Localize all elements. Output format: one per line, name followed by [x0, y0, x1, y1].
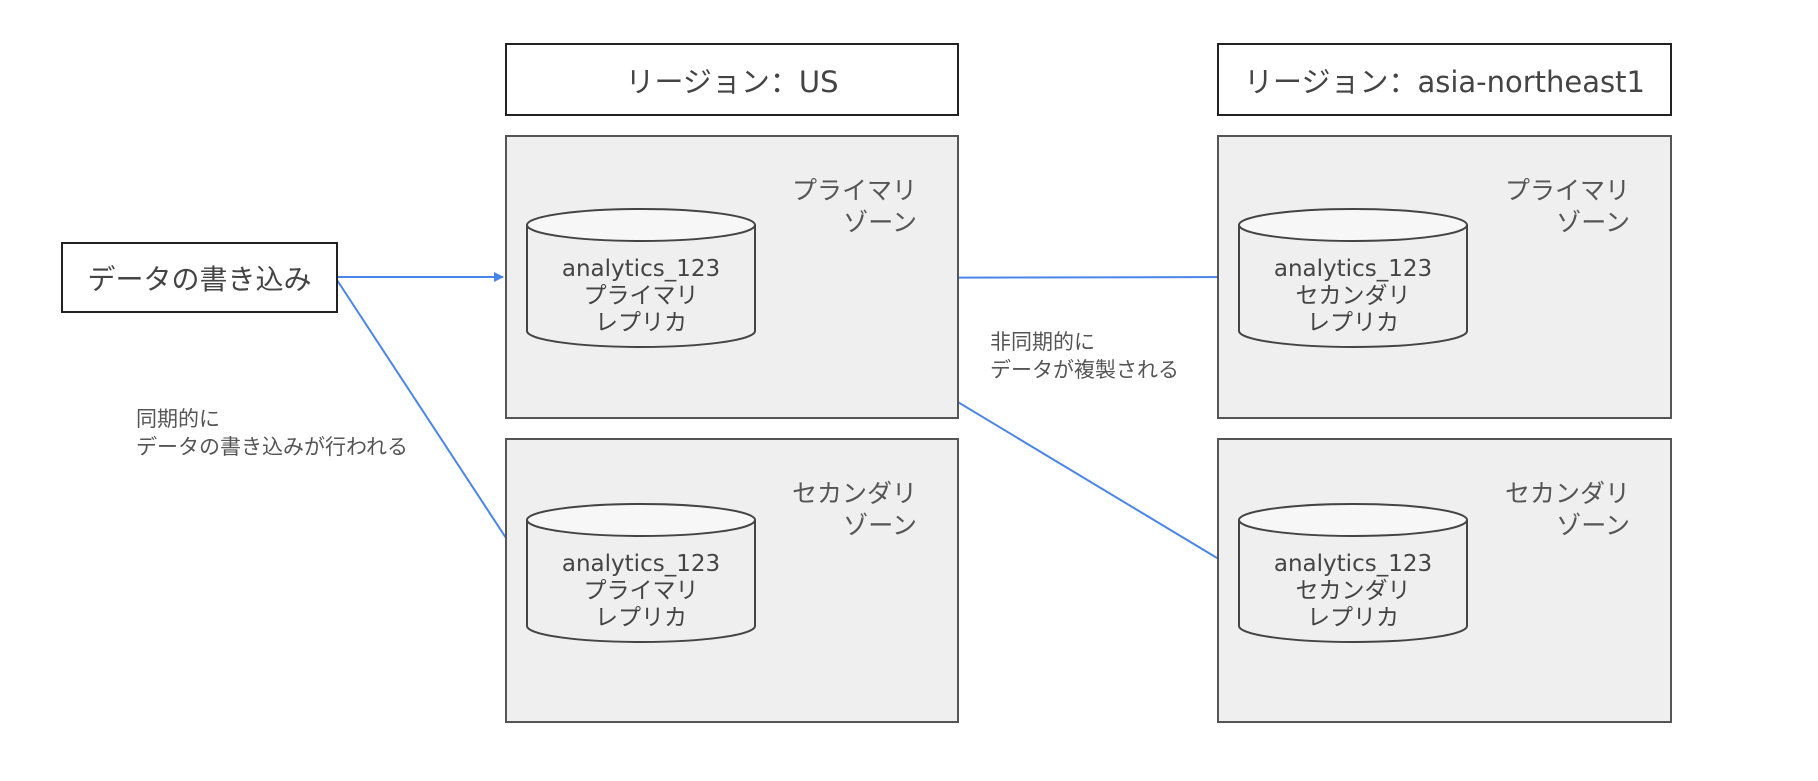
replica-label: analytics_123 プライマリ レプリカ — [561, 256, 721, 336]
database-asia-primary: analytics_123 セカンダリ レプリカ — [1238, 208, 1468, 348]
database-us-primary: analytics_123 プライマリ レプリカ — [526, 208, 756, 348]
database-us-secondary: analytics_123 プライマリ レプリカ — [526, 503, 756, 643]
zone-label: プライマリ ゾーン — [1504, 176, 1630, 237]
region-label-asia-northeast1: リージョン：asia-northeast1 — [1217, 43, 1672, 116]
database-cylinder-icon — [526, 208, 756, 348]
data-write-box: データの書き込み — [61, 242, 338, 313]
database-cylinder-icon — [1238, 503, 1468, 643]
database-cylinder-icon — [526, 503, 756, 643]
async-replication-note: 非同期的に データが複製される — [990, 330, 1179, 382]
region-label-us: リージョン：US — [505, 43, 959, 116]
zone-label: プライマリ ゾーン — [791, 176, 917, 237]
database-cylinder-icon — [1238, 208, 1468, 348]
database-asia-secondary: analytics_123 セカンダリ レプリカ — [1238, 503, 1468, 643]
zone-label: セカンダリ ゾーン — [1504, 479, 1630, 540]
replica-label: analytics_123 セカンダリ レプリカ — [1273, 256, 1433, 336]
replica-label: analytics_123 プライマリ レプリカ — [561, 551, 721, 631]
sync-write-note: 同期的に データの書き込みが行われる — [136, 407, 408, 459]
arrow-write-to-us-secondary — [336, 279, 528, 571]
zone-label: セカンダリ ゾーン — [791, 479, 917, 540]
replica-label: analytics_123 セカンダリ レプリカ — [1273, 551, 1433, 631]
